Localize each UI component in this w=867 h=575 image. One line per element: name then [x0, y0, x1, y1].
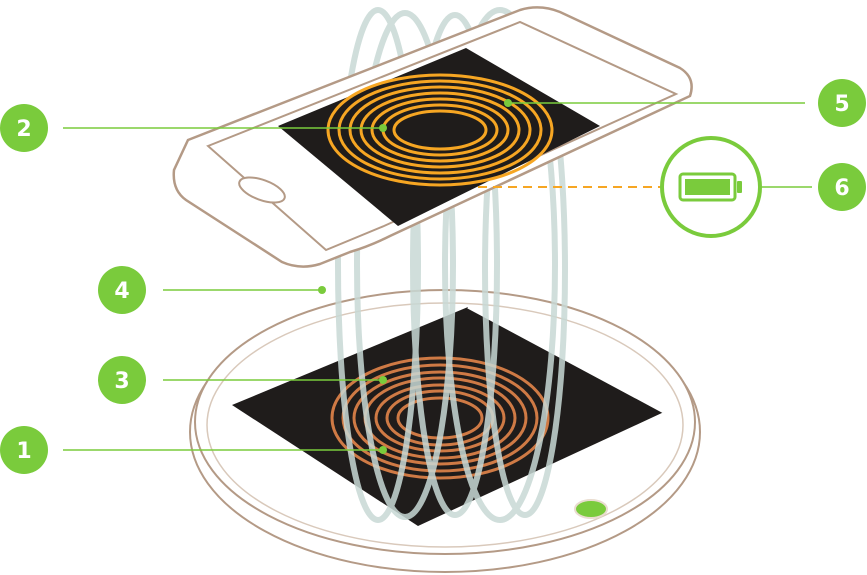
- badge-5: 5: [818, 79, 866, 127]
- badge-3-label: 3: [114, 369, 129, 394]
- receiver-coil: [326, 73, 554, 187]
- smartphone: [172, 6, 693, 268]
- transmitter-plate-edge: [467, 305, 665, 414]
- status-led-icon: [574, 499, 608, 519]
- badge-1-label: 1: [16, 439, 31, 464]
- badge-6: 6: [818, 163, 866, 211]
- badge-4: 4: [98, 266, 146, 314]
- magnetic-field-lines: [335, 7, 568, 523]
- badge-3: 3: [98, 356, 146, 404]
- badge-4-label: 4: [114, 279, 129, 304]
- badge-2-label: 2: [16, 117, 31, 142]
- badge-5-label: 5: [834, 92, 849, 117]
- badge-2: 2: [0, 104, 48, 152]
- badge-6-label: 6: [834, 176, 849, 201]
- battery-icon: [678, 172, 742, 202]
- home-button: [238, 176, 286, 204]
- badge-1: 1: [0, 426, 48, 474]
- leader-dots: [318, 99, 512, 454]
- leader-lines: [63, 102, 812, 451]
